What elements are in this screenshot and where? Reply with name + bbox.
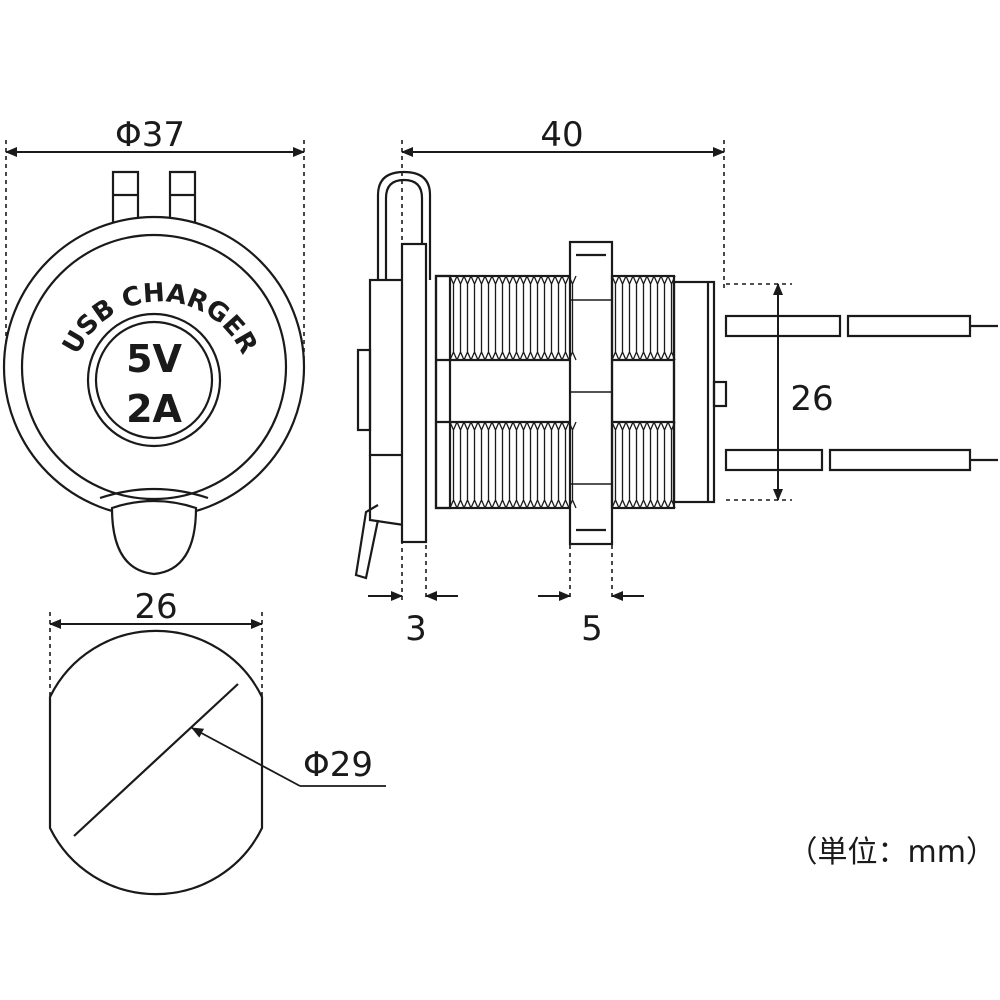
cutout-view <box>48 612 386 896</box>
cutout-diameter-label: Φ29 <box>303 745 373 785</box>
front-view <box>2 140 306 576</box>
thread-tooth-group <box>449 275 577 361</box>
side-length-label: 40 <box>540 115 583 155</box>
thread-tooth-group <box>449 421 577 509</box>
thread-teeth <box>449 275 676 509</box>
cutout-width-label: 26 <box>134 587 177 627</box>
unit-note: （単位：mm） <box>788 835 996 870</box>
flange-thickness-label: 3 <box>405 609 427 649</box>
front-diameter-label: Φ37 <box>115 115 185 155</box>
nut-thickness-label: 5 <box>581 609 603 649</box>
side-height-label: 26 <box>790 379 833 419</box>
thread-tooth-group <box>611 421 676 509</box>
current-label: 2A <box>126 387 182 431</box>
side-view <box>354 140 998 601</box>
thread-tooth-group <box>611 275 676 361</box>
voltage-label: 5V <box>126 337 182 381</box>
